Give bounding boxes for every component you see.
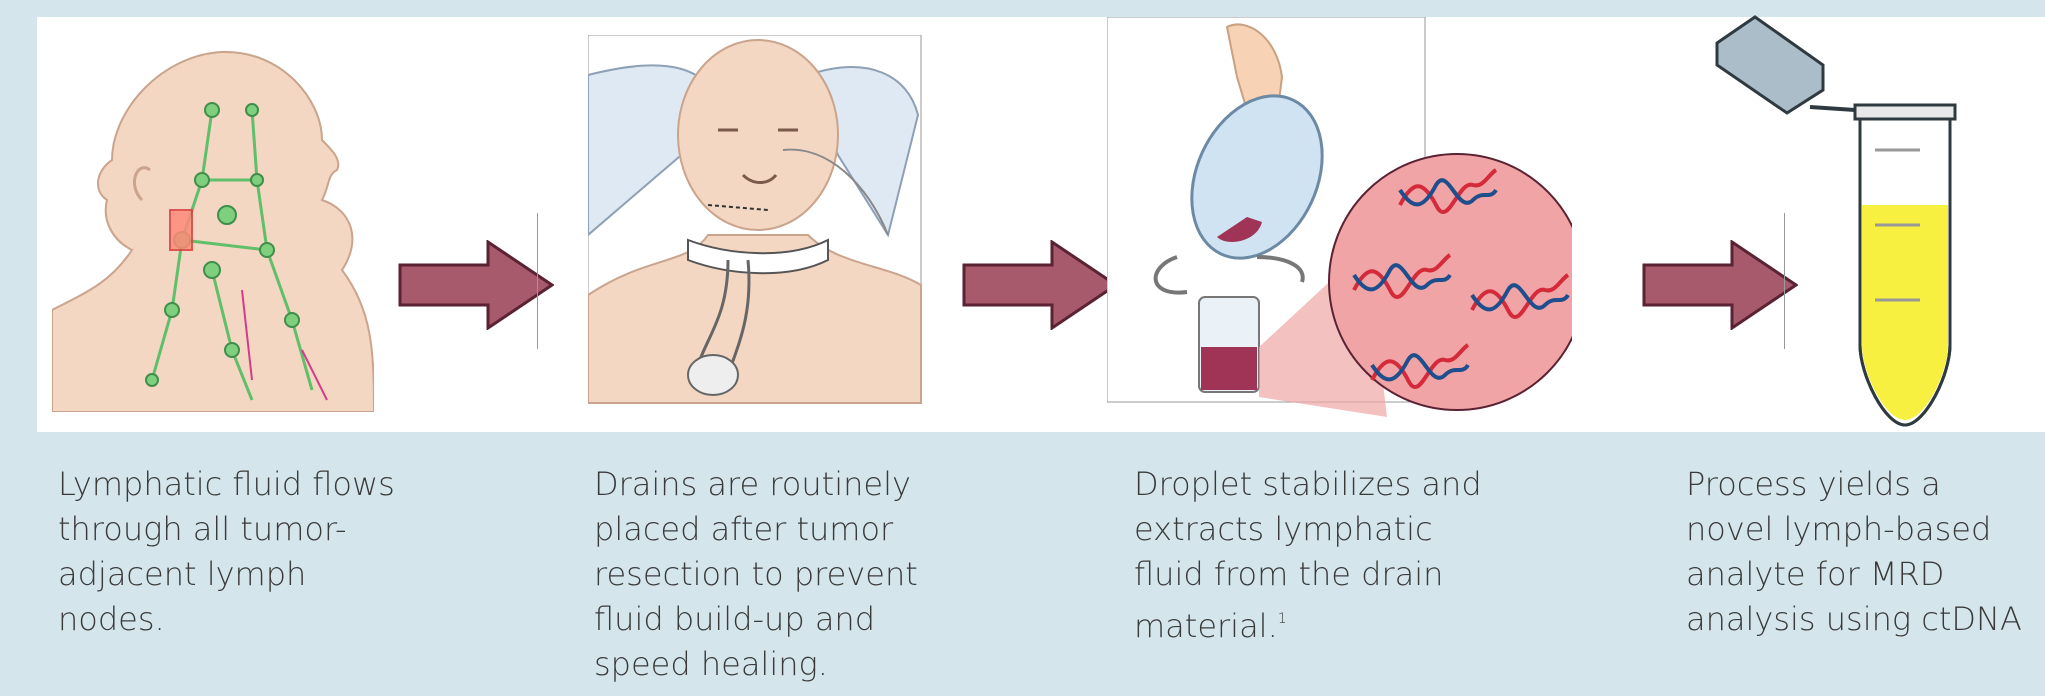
caption-step-3-text: Droplet stabilizes and extracts lymphati… — [1134, 465, 1482, 645]
right-arrow-icon — [962, 240, 1118, 330]
sample-tube-illustration — [1715, 15, 1960, 435]
dna-strand-icon — [1398, 160, 1498, 220]
lymph-head-illustration — [52, 50, 374, 412]
caption-step-1: Lymphatic fluid flows through all tumor-… — [58, 462, 478, 642]
caption-step-4: Process yields a novel lymph-based analy… — [1686, 462, 2045, 642]
dna-strand-icon — [1470, 265, 1570, 325]
divider-line — [537, 213, 538, 349]
caption-step-3: Droplet stabilizes and extracts lymphati… — [1134, 462, 1574, 649]
caption-step-2-text: Drains are routinely placed after tumor … — [594, 465, 918, 683]
dna-strand-icon — [1370, 335, 1470, 395]
caption-step-2: Drains are routinely placed after tumor … — [594, 462, 1014, 687]
footnote-marker: 1 — [1278, 611, 1287, 627]
patient-drain-illustration — [588, 35, 923, 405]
droplet-extraction-illustration — [1107, 17, 1572, 435]
dna-strand-icon — [1352, 245, 1452, 305]
right-arrow-icon — [398, 240, 554, 330]
